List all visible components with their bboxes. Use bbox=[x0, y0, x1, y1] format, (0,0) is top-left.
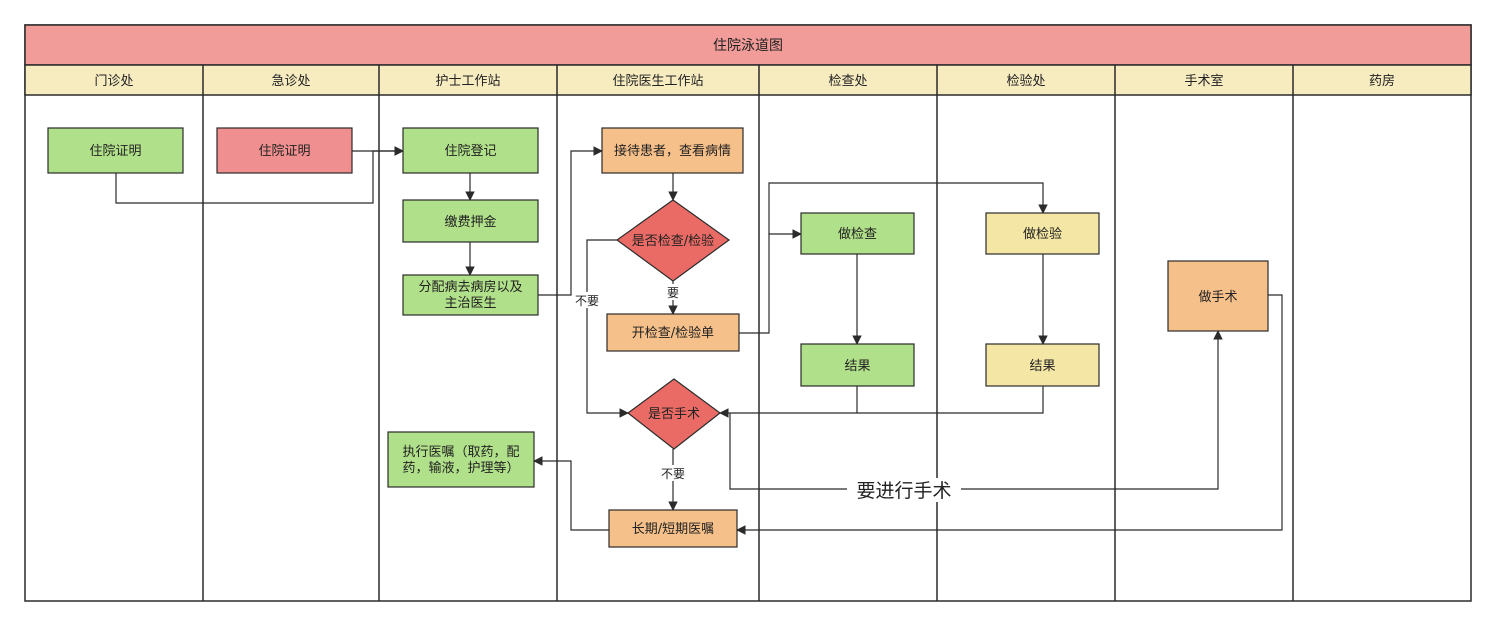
lane-header-surgery: 手术室 bbox=[1184, 73, 1223, 89]
node-label-line: 做检查 bbox=[838, 227, 877, 242]
node-label-line: 执行医嘱（取药，配 bbox=[402, 445, 519, 460]
edge-surgery-yes bbox=[729, 330, 1223, 490]
node-label-line: 接待患者，查看病情 bbox=[614, 143, 731, 159]
node-label-line: 分配病去病房以及 bbox=[418, 279, 522, 295]
edge-assign-to-receive bbox=[538, 146, 603, 296]
node-label-line: 做手术 bbox=[1198, 290, 1237, 305]
svg-text:是否手术: 是否手术 bbox=[648, 407, 700, 422]
node-do-exam: 做检查 bbox=[800, 212, 915, 255]
edge-surgery-to-orders bbox=[736, 294, 1283, 535]
node-receive-patient: 接待患者，查看病情 bbox=[601, 127, 744, 174]
svg-text:长期/短期医嘱: 长期/短期医嘱 bbox=[632, 522, 714, 537]
lane-header-pharmacy: 药房 bbox=[1369, 73, 1395, 89]
lane-dividers bbox=[202, 65, 1294, 601]
node-assign-ward: 分配病去病房以及主治医生 bbox=[402, 274, 539, 316]
svg-text:开检查/检验单: 开检查/检验单 bbox=[632, 325, 714, 341]
node-label-line: 药，输液，护理等） bbox=[402, 460, 519, 476]
node-label-line: 是否检查/检验 bbox=[632, 233, 714, 249]
node-label-line: 做检验 bbox=[1023, 226, 1062, 242]
svg-text:住院证明: 住院证明 bbox=[258, 144, 310, 159]
node-test-result: 结果 bbox=[985, 343, 1100, 387]
edge-test-result-to-surgery bbox=[857, 386, 1044, 414]
edge-label-exam-no: 不要 bbox=[575, 294, 599, 308]
node-do-surgery: 做手术 bbox=[1167, 260, 1269, 332]
lane-header-emergency: 急诊处 bbox=[271, 74, 310, 89]
svg-text:分配病去病房以及主治医生: 分配病去病房以及主治医生 bbox=[418, 279, 522, 311]
node-label-line: 结果 bbox=[844, 359, 870, 374]
svg-text:执行医嘱（取药，配药，输液，护理等）: 执行医嘱（取药，配药，输液，护理等） bbox=[402, 445, 519, 476]
node-do-test: 做检验 bbox=[985, 212, 1100, 255]
node-label-line: 是否手术 bbox=[648, 407, 700, 422]
svg-text:住院证明: 住院证明 bbox=[89, 144, 141, 159]
svg-text:做手术: 做手术 bbox=[1198, 290, 1237, 305]
edge-form-to-test bbox=[768, 182, 1048, 234]
svg-text:结果: 结果 bbox=[1029, 359, 1055, 374]
edges bbox=[115, 146, 1283, 535]
svg-text:是否检查/检验: 是否检查/检验 bbox=[632, 233, 714, 249]
diagram-title: 住院泳道图 bbox=[713, 38, 783, 54]
node-need-surgery-decision: 是否手术 bbox=[627, 378, 721, 450]
node-label-line: 开检查/检验单 bbox=[632, 325, 714, 341]
svg-text:接待患者，查看病情: 接待患者，查看病情 bbox=[614, 143, 731, 159]
edge-label-exam-yes: 要 bbox=[667, 286, 679, 300]
node-execute-orders: 执行医嘱（取药，配药，输液，护理等） bbox=[387, 431, 535, 488]
lane-header-lab: 检验处 bbox=[1006, 73, 1045, 89]
lane-header-bg bbox=[24, 64, 1472, 96]
node-outpatient-cert: 住院证明 bbox=[47, 127, 184, 174]
node-issue-form: 开检查/检验单 bbox=[606, 313, 740, 352]
node-emergency-cert: 住院证明 bbox=[216, 127, 353, 174]
svg-text:做检验: 做检验 bbox=[1023, 226, 1062, 242]
node-need-exam-decision: 是否检查/检验 bbox=[615, 199, 731, 282]
node-label-line: 住院登记 bbox=[444, 144, 496, 159]
node-admission-register: 住院登记 bbox=[402, 127, 539, 174]
lane-header-doctor-station: 住院医生工作站 bbox=[612, 74, 703, 89]
node-orders: 长期/短期医嘱 bbox=[608, 509, 738, 548]
node-label-line: 主治医生 bbox=[444, 296, 496, 311]
lane-headers: 门诊处 急诊处 护士工作站 住院医生工作站 检查处 检验处 手术室 药房 bbox=[24, 64, 1472, 96]
lane-header-nurse-station: 护士工作站 bbox=[435, 74, 500, 89]
edge-exam-no bbox=[586, 239, 629, 418]
node-label-line: 结果 bbox=[1029, 359, 1055, 374]
title-band bbox=[24, 24, 1472, 66]
lane-header-exam: 检查处 bbox=[828, 74, 867, 89]
node-pay-deposit: 缴费押金 bbox=[402, 199, 539, 243]
node-label-line: 长期/短期医嘱 bbox=[632, 522, 714, 537]
edge-form-to-exam bbox=[739, 229, 802, 334]
edge-label-surgery-no: 不要 bbox=[661, 467, 685, 481]
node-label-line: 缴费押金 bbox=[444, 214, 496, 230]
svg-text:缴费押金: 缴费押金 bbox=[444, 214, 496, 230]
lane-header-outpatient: 门诊处 bbox=[94, 74, 133, 89]
svg-text:住院登记: 住院登记 bbox=[444, 144, 496, 159]
svg-text:做检查: 做检查 bbox=[838, 227, 877, 242]
edge-orders-to-execute bbox=[533, 456, 609, 531]
edge-label-surgery-yes: 要进行手术 bbox=[856, 480, 951, 502]
svg-text:结果: 结果 bbox=[844, 359, 870, 374]
node-exam-result: 结果 bbox=[800, 343, 915, 387]
